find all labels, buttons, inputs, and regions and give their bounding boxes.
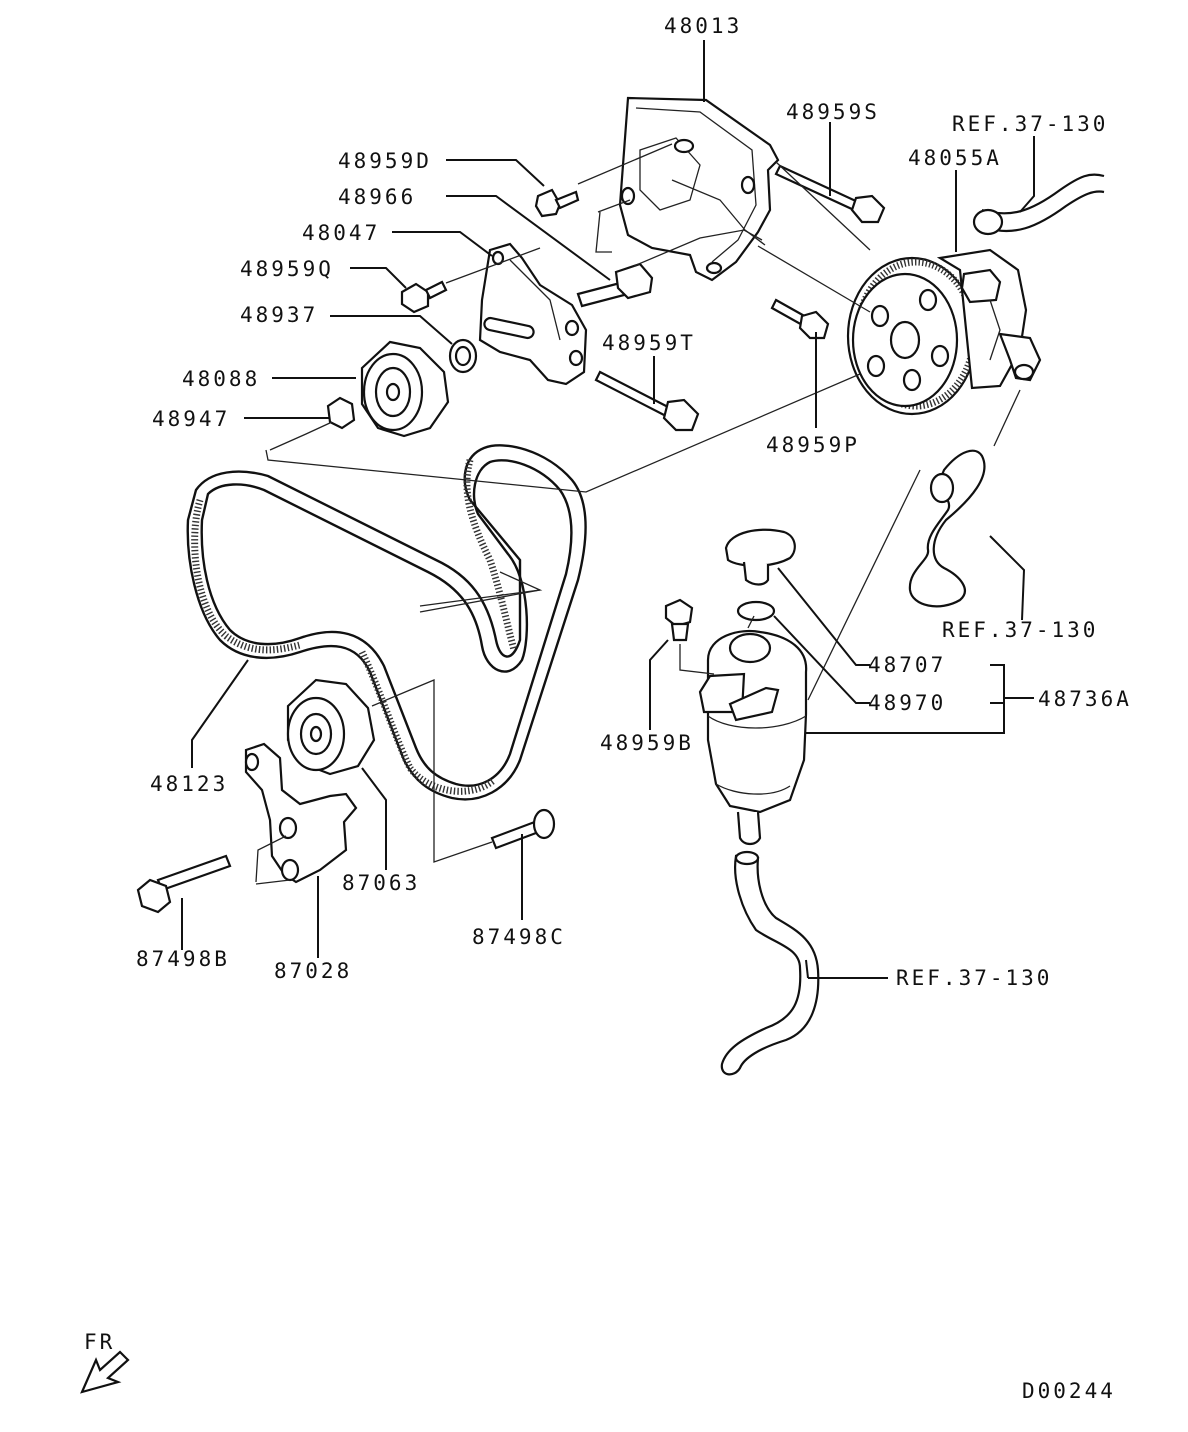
label-fr: FR (84, 1330, 115, 1354)
bolt-87498B (136, 854, 232, 914)
idler-pulley-48088 (360, 340, 450, 438)
label-48959S: 48959S (786, 100, 880, 124)
pump-48055A (846, 248, 1042, 416)
reservoir-body (698, 630, 808, 846)
pressure-hose-upper (972, 173, 1105, 236)
label-ref-37-130-middle: REF.37-130 (942, 618, 1098, 642)
alignment-lines (255, 143, 1021, 885)
label-87498C: 87498C (472, 925, 566, 949)
label-48959T: 48959T (602, 331, 696, 355)
label-48959Q: 48959Q (240, 257, 334, 281)
label-48937: 48937 (240, 303, 318, 327)
label-48088: 48088 (182, 367, 260, 391)
return-hose-mid (908, 449, 986, 608)
label-48123: 48123 (150, 772, 228, 796)
nut-48947 (326, 396, 356, 430)
collar-48966 (576, 262, 654, 308)
label-48959D: 48959D (338, 149, 432, 173)
drive-belt-48123 (186, 444, 587, 801)
label-48959B: 48959B (600, 731, 694, 755)
label-ref-37-130-lower: REF.37-130 (896, 966, 1052, 990)
part-labels: 48013 48959S REF.37-130 48055A 48959D 48… (84, 14, 1132, 1403)
drawing-number: D00244 (1022, 1379, 1116, 1403)
bolt-48959D (534, 188, 580, 218)
label-48966: 48966 (338, 185, 416, 209)
o-ring-48970 (736, 600, 776, 622)
tensioner-arm-87028 (244, 742, 358, 884)
pulley-87063 (286, 678, 376, 776)
label-ref-37-130-upper: REF.37-130 (952, 112, 1108, 136)
label-48707: 48707 (868, 653, 946, 677)
label-48013: 48013 (664, 14, 742, 38)
washer-48937 (448, 338, 478, 374)
label-48736A: 48736A (1038, 687, 1132, 711)
reservoir-cap-48707 (724, 528, 796, 586)
label-87028: 87028 (274, 959, 352, 983)
label-48947: 48947 (152, 407, 230, 431)
bolt-48959Q (400, 280, 448, 314)
label-48959P: 48959P (766, 433, 860, 457)
label-48055A: 48055A (908, 146, 1002, 170)
label-48047: 48047 (302, 221, 380, 245)
leader-lines (181, 40, 1035, 979)
bolt-87498C (490, 808, 556, 850)
label-87063: 87063 (342, 871, 420, 895)
bolt-48959T (594, 370, 700, 432)
label-87498B: 87498B (136, 947, 230, 971)
front-direction-arrow-icon (80, 1350, 130, 1394)
bolt-48959S (774, 164, 886, 224)
bolt-48959B (664, 598, 694, 642)
suction-hose-lower (720, 850, 820, 1076)
bolt-48959P (770, 298, 830, 340)
pump-bracket-48013 (618, 96, 780, 282)
label-48970: 48970 (868, 691, 946, 715)
